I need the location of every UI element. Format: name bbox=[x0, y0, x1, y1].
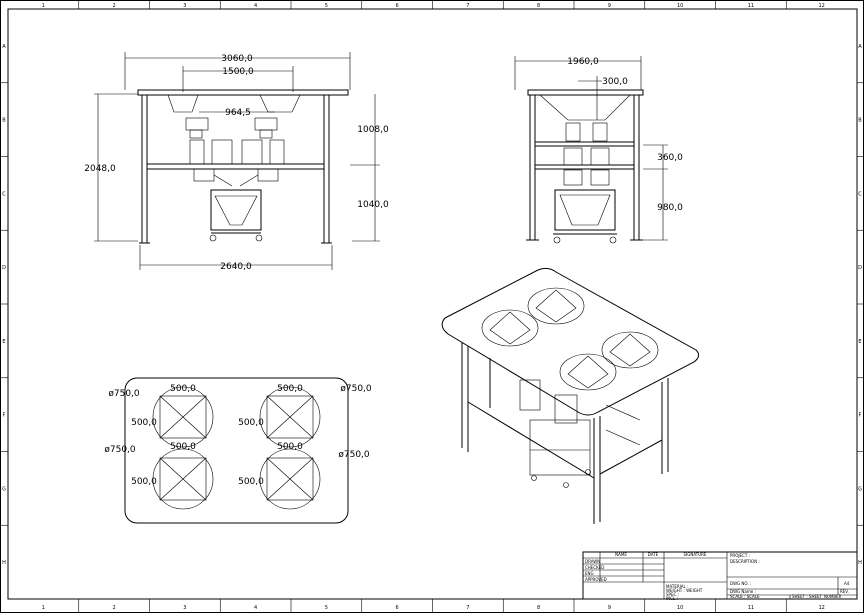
isometric-view bbox=[441, 267, 700, 524]
dim-dia-2: ø750,0 bbox=[104, 445, 136, 455]
side-view bbox=[526, 89, 644, 244]
zone-row-left-C: C bbox=[2, 191, 6, 197]
zone-col-top-9: 9 bbox=[608, 3, 611, 9]
zone-row-left-D: D bbox=[2, 265, 6, 271]
tb-sheet: SHEET : SHEET_NUMBER bbox=[792, 594, 842, 599]
zone-col-bottom-12: 12 bbox=[818, 605, 824, 611]
tb-material: MATERIAL : bbox=[666, 584, 688, 589]
zone-col-bottom-11: 11 bbox=[748, 605, 754, 611]
zone-col-bottom-5: 5 bbox=[325, 605, 328, 611]
dim-base-width: 2640,0 bbox=[220, 262, 252, 272]
tb-checked: CHECKED bbox=[585, 565, 604, 570]
zone-row-left-G: G bbox=[2, 486, 6, 492]
zone-col-bottom-6: 6 bbox=[396, 605, 399, 611]
zone-col-bottom-3: 3 bbox=[183, 605, 186, 611]
zone-row-right-C: C bbox=[858, 191, 862, 197]
top-view-dimensions: ø750,0 ø750,0 ø750,0 ø750,0 500,0 500,0 … bbox=[104, 384, 372, 487]
dim-hopper-spacing: 964,5 bbox=[225, 108, 251, 118]
zone-col-top-4: 4 bbox=[254, 3, 257, 9]
zone-row-left-H: H bbox=[2, 560, 6, 566]
inner-border bbox=[7, 8, 858, 600]
dim-inner-width: 1500,0 bbox=[222, 67, 254, 77]
dim-dia-3: ø750,0 bbox=[340, 384, 372, 394]
zone-col-top-11: 11 bbox=[748, 3, 754, 9]
zone-col-top-1: 1 bbox=[42, 3, 45, 9]
dim-dia-1: ø750,0 bbox=[108, 389, 140, 399]
tb-drawn: DRAWN bbox=[585, 559, 600, 564]
zone-row-right-E: E bbox=[858, 339, 861, 345]
zone-col-bottom-1: 1 bbox=[42, 605, 45, 611]
zone-col-top-6: 6 bbox=[396, 3, 399, 9]
dim-side-lower: 980,0 bbox=[657, 203, 683, 213]
zone-row-right-H: H bbox=[858, 560, 862, 566]
zone-row-right-B: B bbox=[858, 118, 862, 124]
zone-col-top-7: 7 bbox=[466, 3, 469, 9]
tb-date-header: DATE bbox=[648, 552, 659, 557]
zone-col-top-8: 8 bbox=[537, 3, 540, 9]
front-view-dimensions: 3060,0 1500,0 964,5 2048,0 1008,0 1040,0… bbox=[84, 52, 389, 272]
zone-col-bottom-2: 2 bbox=[113, 605, 116, 611]
tb-weight: WEIGHT : WEIGHT bbox=[666, 588, 703, 593]
dim-total-height: 2048,0 bbox=[84, 164, 116, 174]
dim-lower-height: 1040,0 bbox=[357, 200, 389, 210]
dim-w-3: 500,0 bbox=[277, 384, 303, 394]
zone-col-top-5: 5 bbox=[325, 3, 328, 9]
zone-col-top-10: 10 bbox=[677, 3, 683, 9]
dim-w-1: 500,0 bbox=[170, 384, 196, 394]
tb-incl: INCL : bbox=[666, 596, 678, 601]
front-view bbox=[137, 89, 349, 244]
top-view bbox=[124, 377, 349, 524]
dim-upper-height: 1008,0 bbox=[357, 125, 389, 135]
zone-row-left-E: E bbox=[2, 339, 5, 345]
tb-approved: APPROVED bbox=[585, 577, 607, 582]
dim-dia-4: ø750,0 bbox=[338, 450, 370, 460]
dim-overall-width: 3060,0 bbox=[221, 54, 253, 64]
tb-eng: ENG bbox=[585, 571, 594, 576]
zone-col-top-2: 2 bbox=[113, 3, 116, 9]
tb-dwg-no: DWG NO. : bbox=[730, 581, 751, 586]
zone-row-right-G: G bbox=[858, 486, 862, 492]
zone-col-top-3: 3 bbox=[183, 3, 186, 9]
zone-rows: A A B B C C D D E E F F G G H H bbox=[0, 44, 864, 566]
dim-h-3: 500,0 bbox=[238, 418, 264, 428]
zone-col-bottom-9: 9 bbox=[608, 605, 611, 611]
dim-w-2: 500,0 bbox=[170, 442, 196, 452]
zone-row-right-D: D bbox=[858, 265, 862, 271]
dim-h-4: 500,0 bbox=[238, 477, 264, 487]
tb-project: PROJECT : bbox=[730, 553, 750, 558]
tb-name-header: NAME bbox=[615, 552, 627, 557]
title-block: NAME DATE SIGNATURE DRAWN CHECKED ENG AP… bbox=[582, 551, 858, 601]
zone-row-left-F: F bbox=[3, 413, 6, 419]
tb-description: DESCRIPTION : bbox=[730, 559, 760, 564]
dim-side-upper: 360,0 bbox=[657, 153, 683, 163]
dim-h-1: 500,0 bbox=[131, 418, 157, 428]
zone-row-right-A: A bbox=[858, 44, 862, 50]
zone-col-bottom-8: 8 bbox=[537, 605, 540, 611]
zone-col-bottom-4: 4 bbox=[254, 605, 257, 611]
tb-a4: A4 bbox=[844, 581, 850, 586]
side-view-dimensions: 1960,0 300,0 360,0 980,0 bbox=[514, 56, 683, 241]
dim-h-2: 500,0 bbox=[131, 477, 157, 487]
zone-col-top-12: 12 bbox=[818, 3, 824, 9]
zone-row-left-B: B bbox=[2, 118, 6, 124]
dim-w-4: 500,0 bbox=[277, 442, 303, 452]
zone-row-left-A: A bbox=[2, 44, 6, 50]
zone-col-bottom-10: 10 bbox=[677, 605, 683, 611]
zone-row-right-F: F bbox=[859, 413, 862, 419]
tb-rev: REV. bbox=[840, 589, 849, 594]
tb-scale: SCALE : SCALE bbox=[730, 594, 760, 599]
zone-col-bottom-7: 7 bbox=[466, 605, 469, 611]
dim-side-width: 1960,0 bbox=[567, 57, 599, 67]
tb-signature-header: SIGNATURE bbox=[684, 552, 707, 557]
tb-dwg-name: DWG Name : bbox=[730, 589, 756, 594]
tb-spec: SPEC : bbox=[666, 592, 679, 597]
dim-hopper-width: 300,0 bbox=[602, 77, 628, 87]
